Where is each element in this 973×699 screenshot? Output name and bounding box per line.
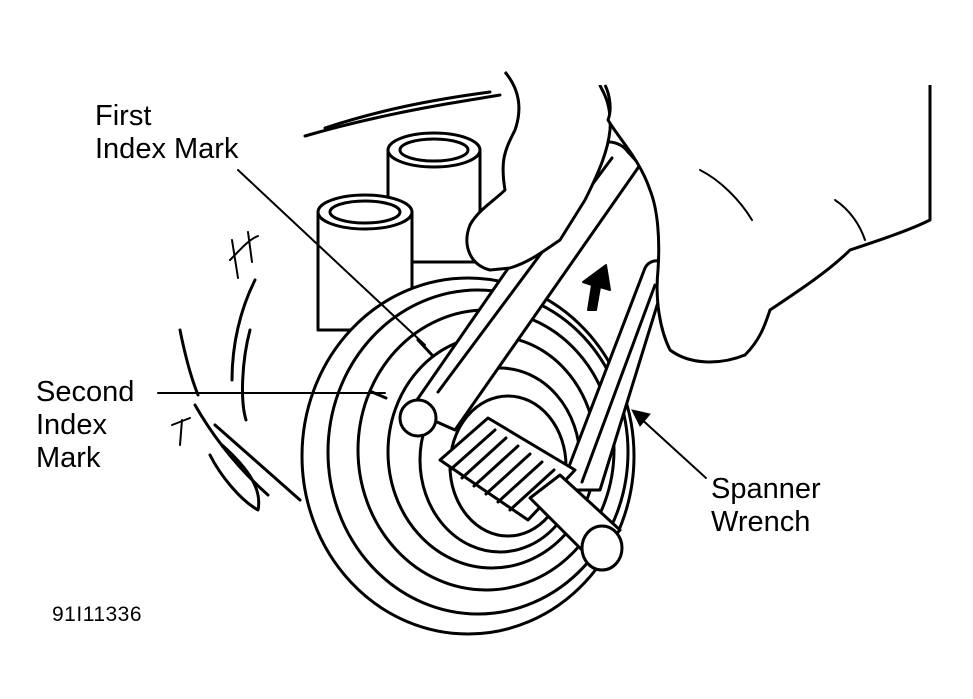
leader-first-index-mark: [237, 169, 426, 346]
leader-spanner-wrench: [637, 415, 707, 479]
spanner-wrench-callout: Spanner Wrench: [711, 473, 821, 539]
hand-right: [603, 84, 932, 364]
leader-spanner-wrench-arrowhead: [631, 409, 651, 427]
second-index-mark-line-2: Index: [36, 409, 107, 441]
spanner-wrench-line-2: Wrench: [711, 506, 811, 538]
second-index-mark-callout: Second Index Mark: [36, 376, 134, 475]
spanner-wrench-line-1: Spanner: [711, 473, 821, 505]
hand-left: [465, 71, 612, 272]
second-index-mark-line-1: Second: [36, 376, 135, 408]
figure-code: 91I11336: [52, 603, 143, 626]
first-index-mark-line-1: First: [95, 100, 152, 132]
leader-lines: [157, 169, 707, 479]
second-index-mark-line-3: Mark: [36, 442, 101, 474]
housing-body: [171, 90, 502, 512]
shaft-spline: [438, 416, 624, 572]
first-index-mark-line-2: Index Mark: [95, 133, 239, 165]
rotation-arrow-icon: [582, 264, 611, 311]
first-index-mark-callout: First Index Mark: [95, 100, 238, 166]
